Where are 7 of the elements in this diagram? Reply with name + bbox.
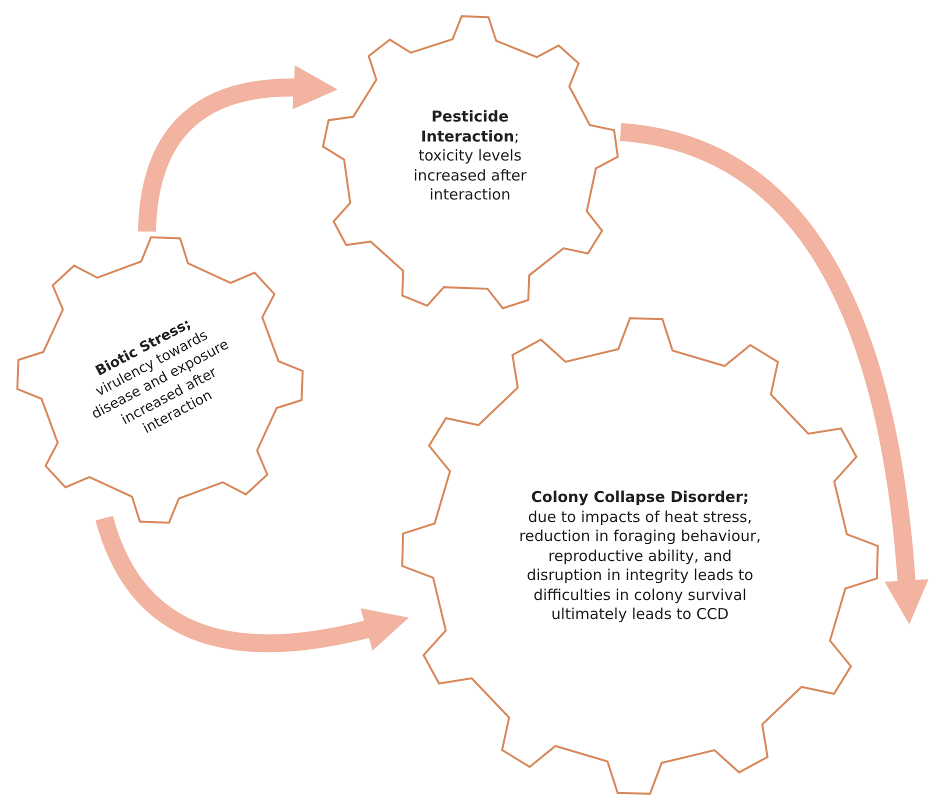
curved-arrow (619, 123, 928, 624)
gear-shape (15, 235, 305, 525)
gear-shape (400, 316, 880, 796)
gear-text: Colony Collapse Disorder; due to impacts of heat stress, reduction in foraging behaviour, reproductive ability, and disruption in integrity leads to difficulties in colony survival ultimately leads to CCD (518, 488, 762, 624)
curved-arrow (96, 515, 410, 652)
curved-arrow (138, 66, 338, 232)
gear-text: Pesticide Interaction; toxicity levels increased after interaction (412, 107, 528, 205)
